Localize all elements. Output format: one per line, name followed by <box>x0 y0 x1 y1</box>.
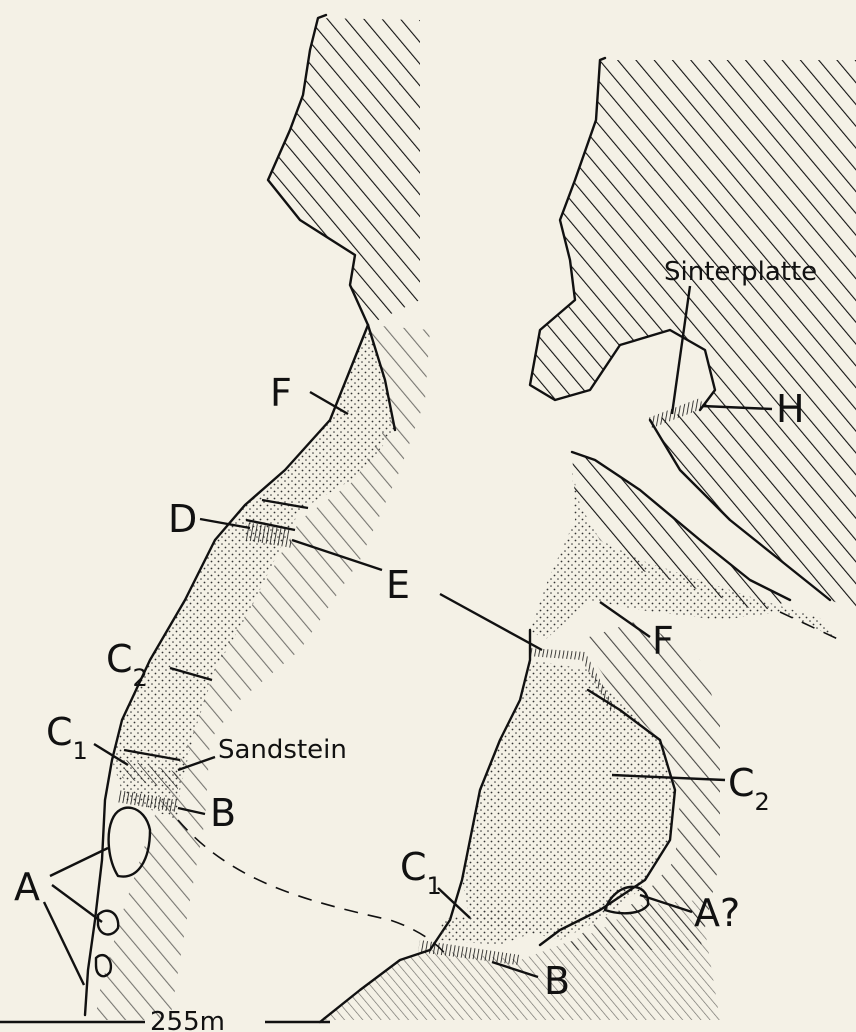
label-B-left: B <box>210 791 236 835</box>
label-C2-right: C2 <box>728 761 770 816</box>
label-C2-left: C2 <box>106 637 148 692</box>
label-H: H <box>776 387 805 431</box>
leader-E-right <box>440 594 542 650</box>
label-sandstein: Sandstein <box>218 735 347 765</box>
leader-A-2 <box>52 885 102 922</box>
label-A: A <box>14 865 40 909</box>
left-upper-rock <box>268 18 420 325</box>
label-A-query: A? <box>694 891 740 935</box>
label-E: E <box>386 563 410 607</box>
correlation-dashed-line <box>178 820 450 960</box>
label-B-right: B <box>544 959 570 1003</box>
label-C1-right: C1 <box>400 845 442 900</box>
leader-A-3 <box>44 902 84 985</box>
label-F-right: F <box>652 619 674 663</box>
label-scale: 255m <box>150 1007 225 1032</box>
label-C1-left: C1 <box>46 710 88 765</box>
label-F-left: F <box>270 371 292 415</box>
label-sinterplatte: Sinterplatte <box>664 257 817 287</box>
leader-A-1 <box>50 848 108 876</box>
label-D: D <box>168 497 197 541</box>
